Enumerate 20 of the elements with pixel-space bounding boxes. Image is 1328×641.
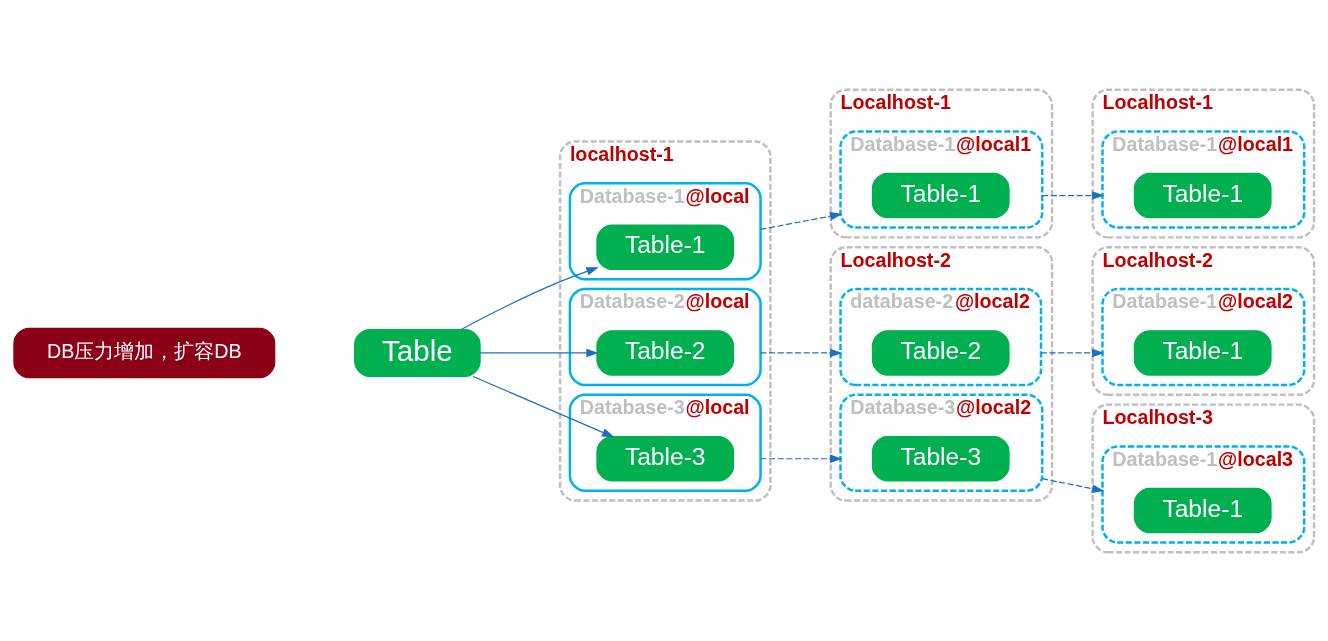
node-box: Table-1	[596, 223, 735, 270]
node-box: Table-2	[871, 329, 1010, 376]
arrow	[472, 375, 615, 437]
arrow	[460, 266, 599, 330]
arrow	[1040, 348, 1105, 357]
node-box: Table-1	[1133, 487, 1272, 533]
node-box: Table-1	[1133, 172, 1272, 218]
node-box: Table	[354, 328, 481, 377]
arrow	[1041, 190, 1105, 200]
node-box: Table-1	[871, 172, 1010, 218]
node-box: DB压力增加，扩容DB	[13, 327, 276, 378]
node-box: Table-3	[871, 435, 1010, 481]
node-box: Table-2	[596, 329, 735, 376]
arrow	[1041, 477, 1105, 493]
arrow	[759, 348, 843, 357]
arrow	[479, 348, 599, 357]
node-box: Table-1	[1133, 329, 1272, 376]
node-box: Table-3	[596, 435, 735, 481]
arrow	[759, 211, 843, 230]
arrow	[759, 453, 843, 463]
